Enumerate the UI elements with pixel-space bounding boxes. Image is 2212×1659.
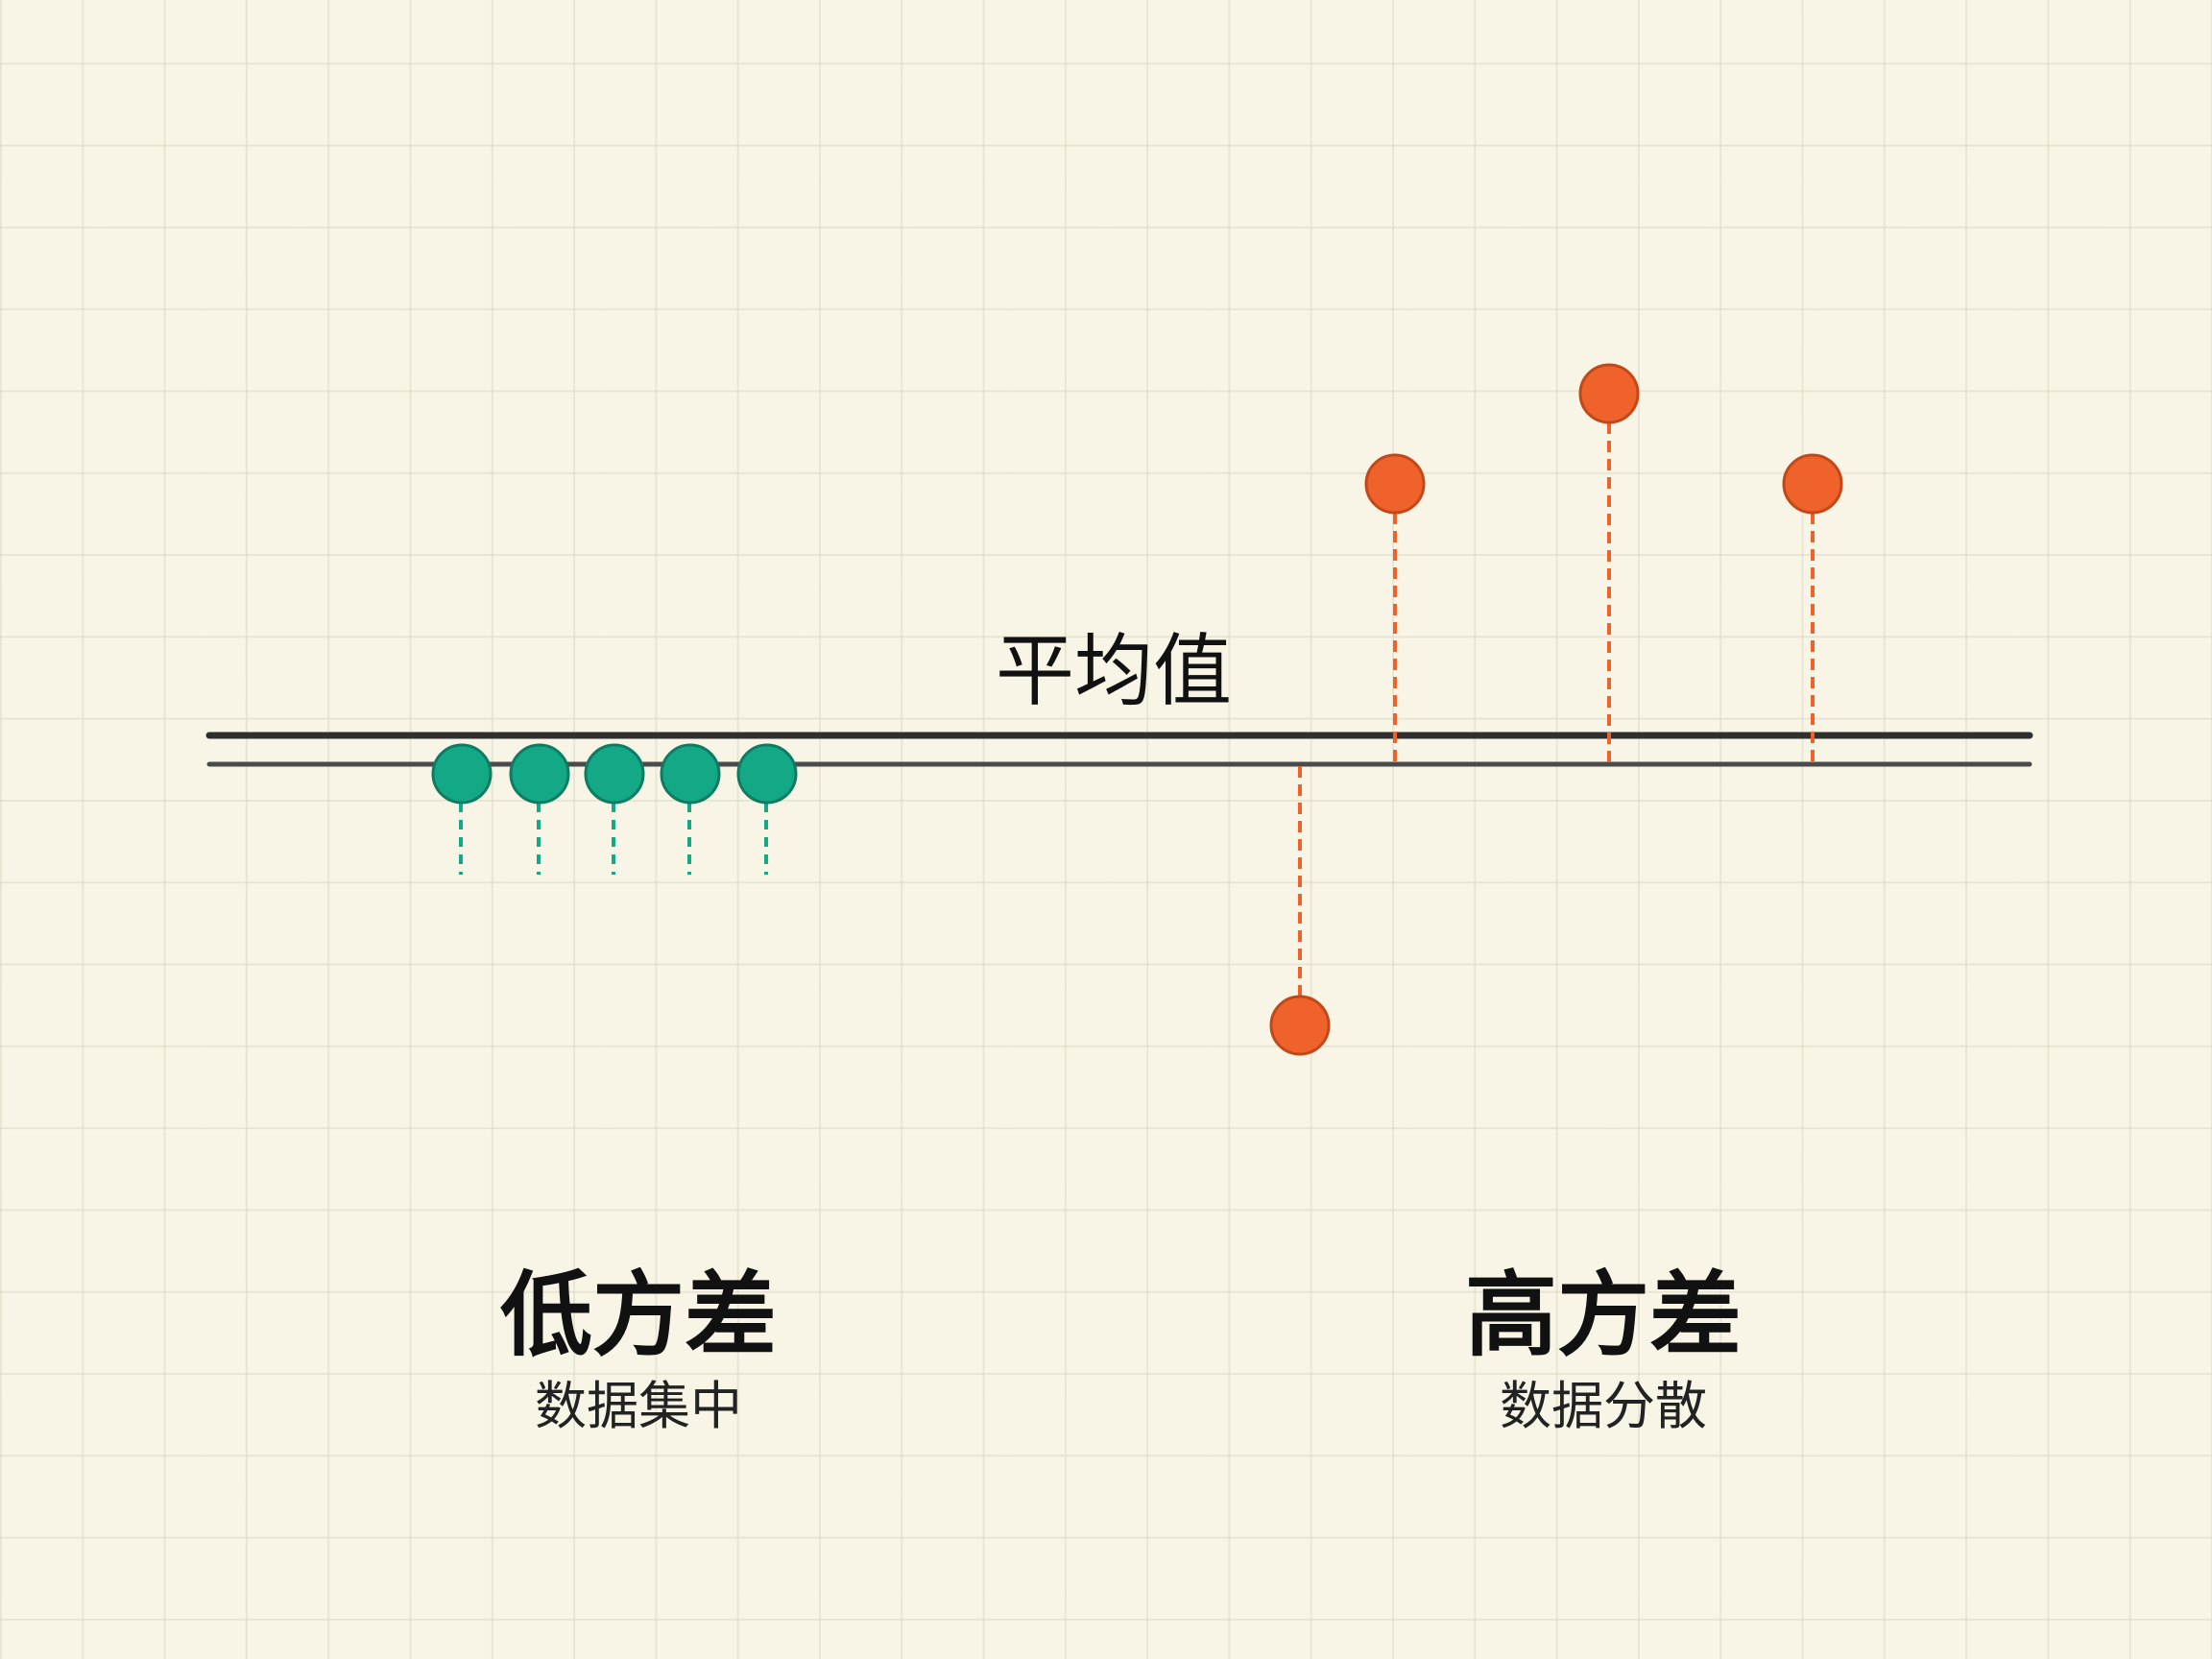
low-variance-subtitle: 数据集中	[535, 1376, 742, 1436]
high-variance-point	[1269, 995, 1331, 1056]
low-variance-point	[736, 743, 798, 805]
data-points	[431, 363, 1843, 1056]
high-variance-point	[1364, 453, 1426, 515]
mean-label: 平均值	[995, 626, 1232, 717]
high-variance-point	[1782, 453, 1843, 515]
high-variance-title: 高方差	[1465, 1262, 1742, 1369]
low-variance-point	[431, 743, 493, 805]
high-variance-point	[1578, 363, 1640, 424]
low-variance-point	[509, 743, 570, 805]
deviation-stems	[459, 422, 1815, 997]
low-variance-title: 低方差	[500, 1262, 777, 1369]
low-variance-point	[660, 743, 721, 805]
low-variance-point	[584, 743, 645, 805]
high-variance-subtitle: 数据分散	[1500, 1376, 1707, 1436]
